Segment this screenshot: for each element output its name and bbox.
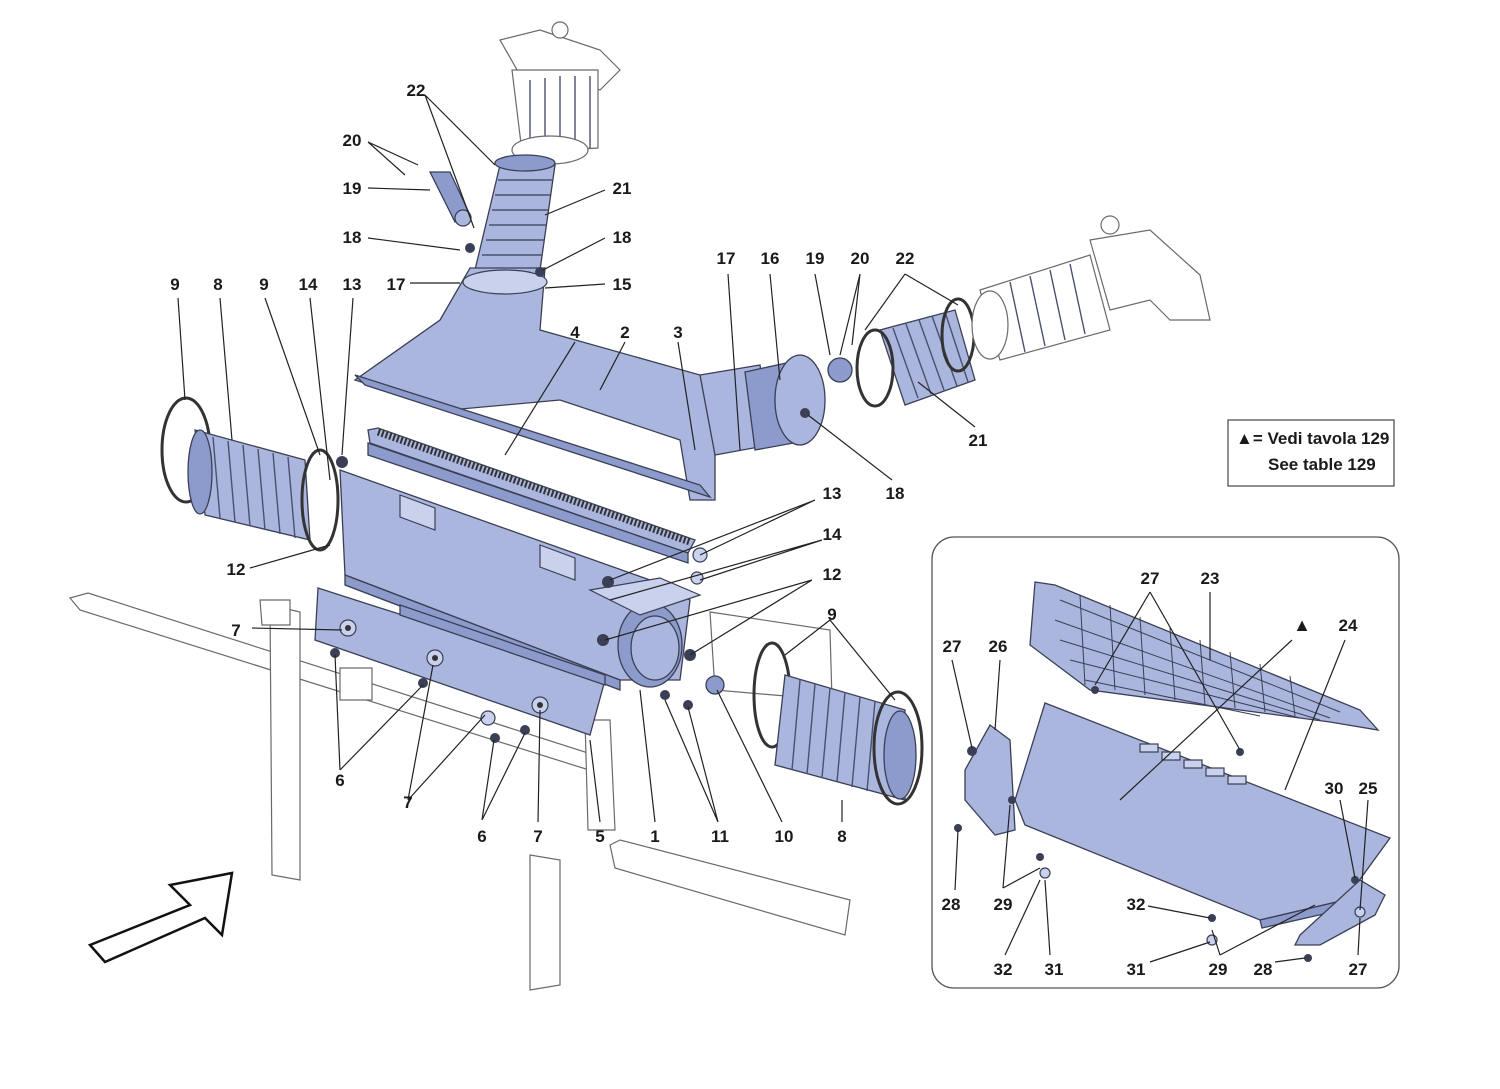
callout-18: 18 bbox=[343, 228, 362, 247]
callout-14: 14 bbox=[823, 525, 842, 544]
callout-2: 2 bbox=[620, 323, 629, 342]
air-filter-element bbox=[367, 427, 696, 564]
callout-23: 23 bbox=[1201, 569, 1220, 588]
chassis-frame bbox=[68, 592, 851, 991]
callout-30: 30 bbox=[1325, 779, 1344, 798]
legend-line-2: See table 129 bbox=[1268, 455, 1376, 474]
left-bellows-hose bbox=[160, 396, 340, 552]
callout-27: 27 bbox=[1349, 960, 1368, 979]
callout-7: 7 bbox=[403, 793, 412, 812]
callout-7: 7 bbox=[533, 827, 542, 846]
callout-21: 21 bbox=[613, 179, 632, 198]
right-bellows-hose bbox=[855, 297, 976, 408]
callout-28: 28 bbox=[942, 895, 961, 914]
callout-26: 26 bbox=[989, 637, 1008, 656]
callout-32: 32 bbox=[994, 960, 1013, 979]
inset-panel: ▲ bbox=[931, 536, 1400, 989]
panel-slots bbox=[1139, 743, 1247, 785]
maf-sensor-upper bbox=[428, 171, 472, 227]
callout-13: 13 bbox=[343, 275, 362, 294]
legend-line-1: ▲= Vedi tavola 129 bbox=[1236, 429, 1389, 448]
callout-13: 13 bbox=[823, 484, 842, 503]
callout-7: 7 bbox=[231, 621, 240, 640]
callout-5: 5 bbox=[595, 827, 604, 846]
right-coupler bbox=[744, 354, 853, 451]
callout-14: 14 bbox=[299, 275, 318, 294]
callout-8: 8 bbox=[837, 827, 846, 846]
callout-22: 22 bbox=[896, 249, 915, 268]
right-lower-bellows-hose bbox=[752, 641, 924, 806]
callout-29: 29 bbox=[1209, 960, 1228, 979]
callout-19: 19 bbox=[806, 249, 825, 268]
callout-25: 25 bbox=[1359, 779, 1378, 798]
callout-9: 9 bbox=[259, 275, 268, 294]
callout-17: 17 bbox=[387, 275, 406, 294]
inset-triangle-marker: ▲ bbox=[1293, 615, 1311, 635]
right-throttle-body bbox=[971, 215, 1211, 361]
callout-16: 16 bbox=[761, 249, 780, 268]
callout-21: 21 bbox=[969, 431, 988, 450]
callout-12: 12 bbox=[227, 560, 246, 579]
direction-arrow bbox=[87, 871, 234, 964]
lower-cover bbox=[314, 587, 606, 736]
callout-27: 27 bbox=[1141, 569, 1160, 588]
callout-19: 19 bbox=[343, 179, 362, 198]
callout-20: 20 bbox=[851, 249, 870, 268]
callout-3: 3 bbox=[673, 323, 682, 342]
legend: ▲= Vedi tavola 129 See table 129 bbox=[1227, 419, 1395, 487]
upper-throttle-body bbox=[499, 21, 621, 165]
fasteners-lower bbox=[330, 243, 810, 743]
callout-15: 15 bbox=[613, 275, 632, 294]
callout-31: 31 bbox=[1045, 960, 1064, 979]
upper-bellows-hose bbox=[474, 154, 556, 271]
callout-31: 31 bbox=[1127, 960, 1146, 979]
callout-27: 27 bbox=[943, 637, 962, 656]
callout-12: 12 bbox=[823, 565, 842, 584]
callout-4: 4 bbox=[570, 323, 580, 342]
callout-32: 32 bbox=[1127, 895, 1146, 914]
callout-22: 22 bbox=[407, 81, 426, 100]
callout-9: 9 bbox=[170, 275, 179, 294]
callout-9: 9 bbox=[827, 605, 836, 624]
callout-11: 11 bbox=[711, 827, 729, 846]
callout-6: 6 bbox=[477, 827, 486, 846]
callout-29: 29 bbox=[994, 895, 1013, 914]
callout-18: 18 bbox=[886, 484, 905, 503]
callout-28: 28 bbox=[1254, 960, 1273, 979]
leader-lines bbox=[177, 94, 1369, 963]
callout-18: 18 bbox=[613, 228, 632, 247]
callout-1: 1 bbox=[650, 827, 659, 846]
legend-box bbox=[1227, 419, 1395, 487]
callout-20: 20 bbox=[343, 131, 362, 150]
callout-17: 17 bbox=[717, 249, 736, 268]
callout-6: 6 bbox=[335, 771, 344, 790]
callout-labels: 22 20 19 21 18 18 17 15 9 8 9 14 13 4 2 … bbox=[170, 81, 1377, 979]
callout-8: 8 bbox=[213, 275, 222, 294]
callout-24: 24 bbox=[1339, 616, 1358, 635]
callout-10: 10 bbox=[775, 827, 794, 846]
